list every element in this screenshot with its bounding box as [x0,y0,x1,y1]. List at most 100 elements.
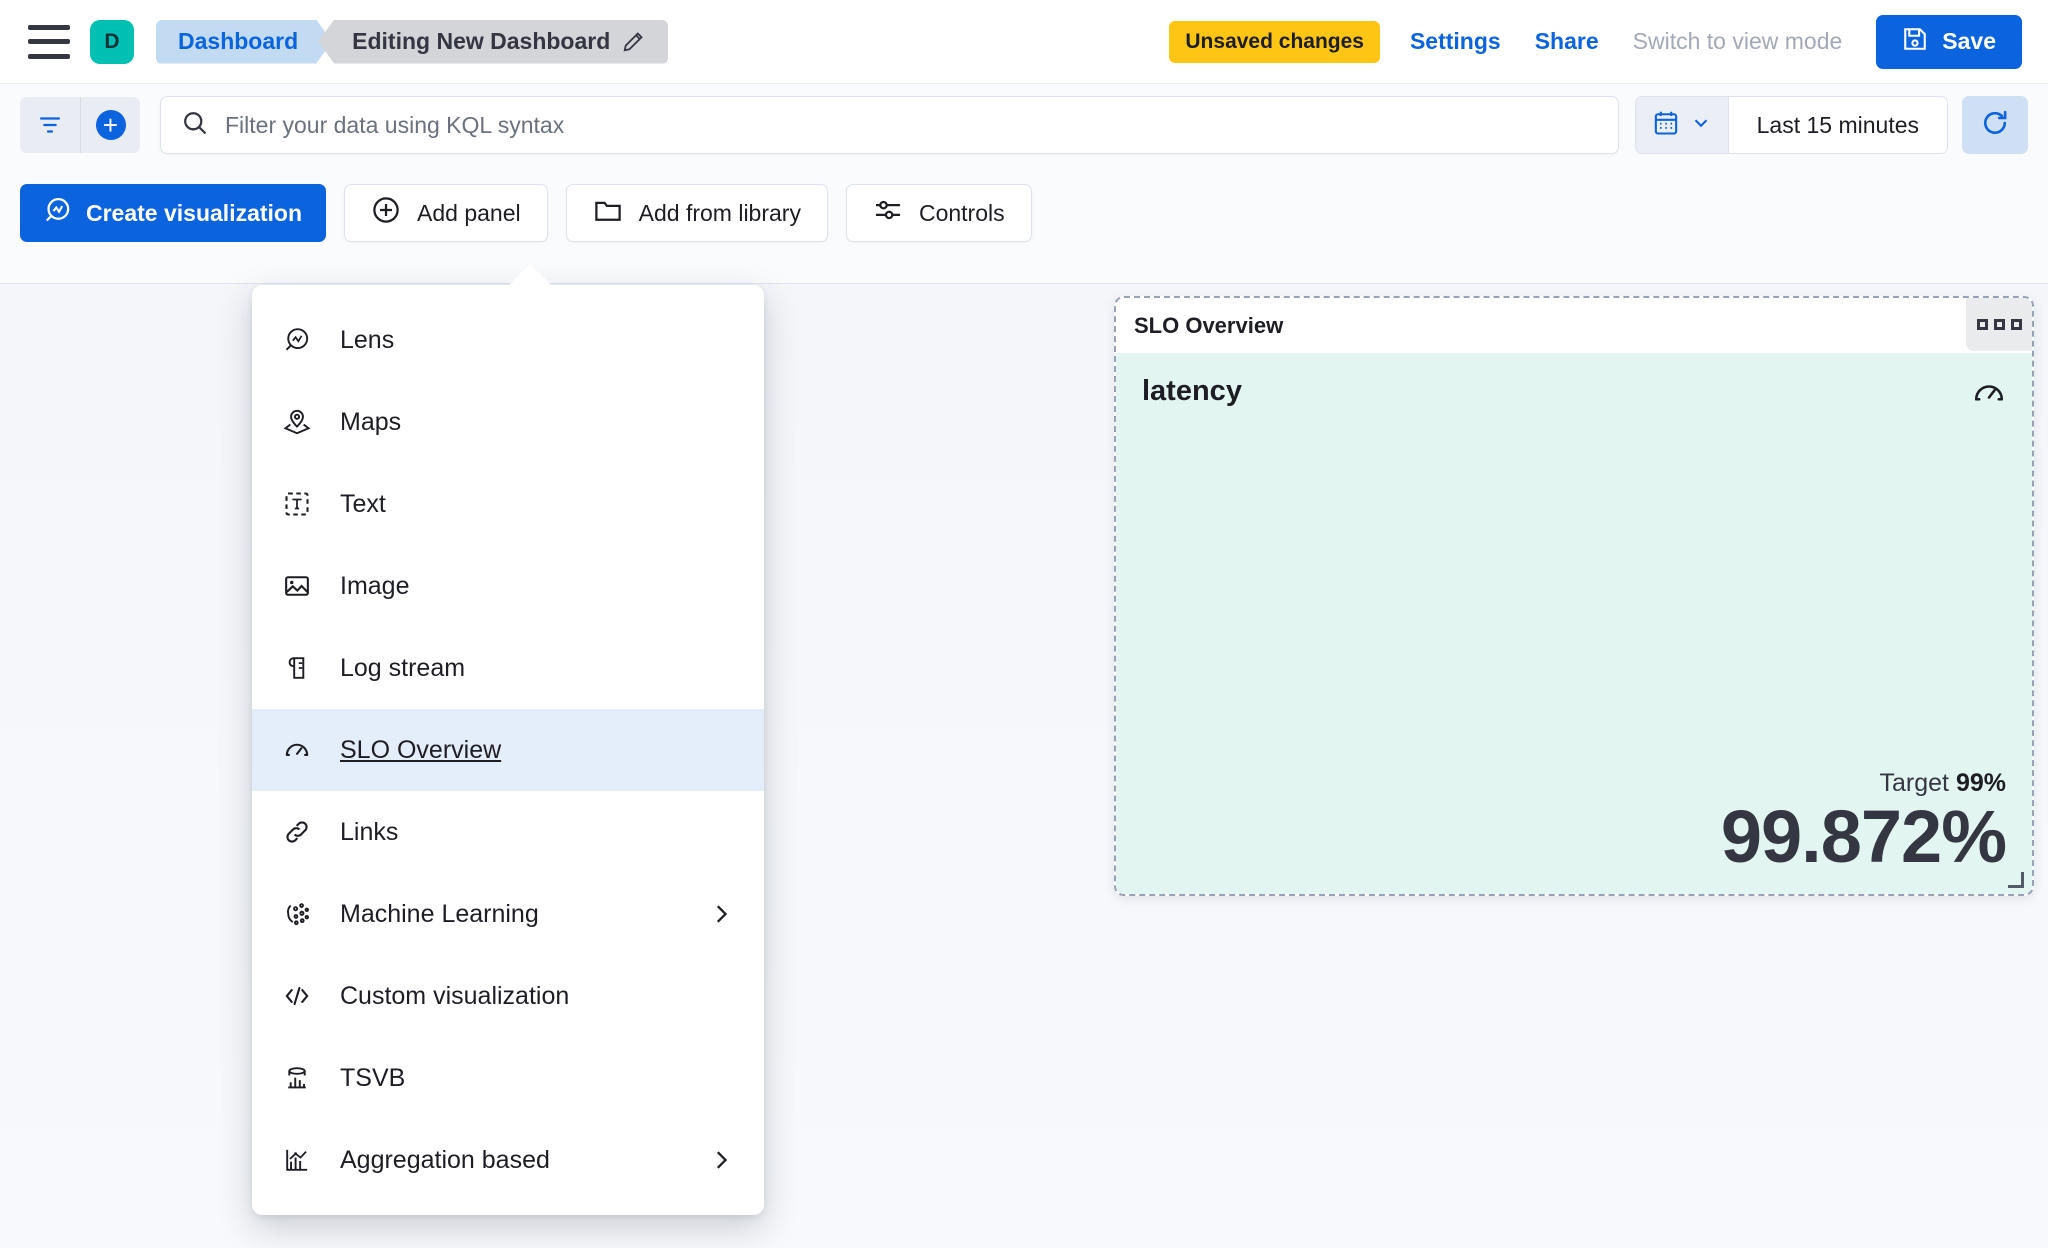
add-filter-button[interactable]: + [80,97,140,153]
editing-toolbar: Create visualization Add panel Add from … [0,166,2048,284]
breadcrumb-dashboard[interactable]: Dashboard [156,20,332,64]
grip-dots-icon [2010,319,2022,330]
menu-item-lens[interactable]: Lens [252,299,764,381]
slo-target: Target 99% [1721,769,2006,798]
machine-learning-icon [282,899,312,929]
menu-item-slo-overview[interactable]: SLO Overview [252,709,764,791]
menu-item-label: Aggregation based [340,1145,550,1174]
menu-item-label: Lens [340,325,395,354]
save-button[interactable]: Save [1876,14,2022,69]
menu-item-links[interactable]: Links [252,791,764,873]
resize-corner-icon[interactable] [2008,872,2024,888]
code-icon [282,981,312,1011]
menu-item-custom-visualization[interactable]: Custom visualization [252,955,764,1037]
menu-item-text[interactable]: Text [252,463,764,545]
panel-title[interactable]: SLO Overview [1134,312,1284,338]
search-placeholder: Filter your data using KQL syntax [225,111,565,138]
search-input[interactable]: Filter your data using KQL syntax [160,96,1619,154]
slo-target-value: 99% [1955,769,2006,798]
add-from-library-button[interactable]: Add from library [565,184,828,242]
menu-item-maps[interactable]: Maps [252,381,764,463]
save-disk-icon [1902,26,1928,58]
date-quick-select-button[interactable] [1635,97,1729,153]
breadcrumb: Dashboard Editing New Dashboard [156,19,669,64]
switch-to-view-mode-link[interactable]: Switch to view mode [1632,28,1843,54]
add-from-library-label: Add from library [638,199,801,226]
hamburger-bar [28,53,70,59]
menu-item-machine-learning[interactable]: Machine Learning [252,873,764,955]
create-visualization-button[interactable]: Create visualization [20,184,327,242]
menu-item-aggregation-based[interactable]: Aggregation based [252,1119,764,1201]
menu-item-label: Log stream [340,653,466,682]
plus-circle-outline-icon [371,195,401,231]
add-panel-button[interactable]: Add panel [344,184,548,242]
slo-metrics: Target 99% 99.872% [1720,769,2007,879]
grip-dots-icon [1976,319,1988,330]
menu-item-log-stream[interactable]: Log stream [252,627,764,709]
refresh-button[interactable] [1962,96,2028,154]
panel-header: SLO Overview [1116,298,2032,353]
log-stream-icon [282,653,312,683]
lens-icon [282,325,312,355]
menu-item-label: SLO Overview [340,735,502,764]
lens-icon [44,196,72,230]
pencil-icon[interactable] [622,31,644,53]
controls-button[interactable]: Controls [845,184,1032,242]
breadcrumb-editing-new-dashboard[interactable]: Editing New Dashboard [318,19,669,64]
filter-icon[interactable] [20,97,80,153]
chevron-right-icon [708,901,734,927]
save-button-label: Save [1942,28,1996,54]
slo-target-label: Target [1879,769,1949,798]
breadcrumb-label: Editing New Dashboard [352,28,611,54]
slo-name-row: latency [1142,375,2006,417]
hamburger-menu-icon[interactable] [28,24,70,59]
query-bar: + Filter your data using KQL syntax [0,84,2048,166]
menu-item-label: Maps [340,407,402,436]
refresh-icon [1980,108,2010,143]
menu-item-label: Image [340,571,410,600]
app-header: D Dashboard Editing New Dashboard Unsave… [0,0,2048,84]
aggregation-chart-icon [282,1145,312,1175]
unsaved-changes-badge: Unsaved changes [1169,20,1380,63]
plus-circle-icon: + [95,110,126,140]
folder-icon [593,195,623,231]
menu-item-label: TSVB [340,1063,406,1092]
menu-item-tsvb[interactable]: TSVB [252,1037,764,1119]
map-marker-icon [282,407,312,437]
image-icon [282,571,312,601]
header-actions: Unsaved changes Settings Share Switch to… [1169,14,2048,69]
filter-button-group: + [20,97,140,153]
slo-sli-value: 99.872% [1720,795,2007,879]
chevron-down-icon [1690,112,1712,139]
settings-link[interactable]: Settings [1409,28,1501,54]
gauge-icon [1972,375,2006,417]
chevron-right-icon [708,1147,734,1173]
search-icon [181,109,209,142]
controls-label: Controls [918,199,1005,226]
menu-item-label: Custom visualization [340,981,570,1010]
add-panel-label: Add panel [417,199,521,226]
calendar-icon [1652,109,1680,142]
panel-context-menu-button[interactable] [1966,298,2032,351]
hamburger-bar [28,39,70,44]
add-panel-menu: Lens Maps Text Image [252,285,764,1215]
space-avatar[interactable]: D [90,19,134,64]
share-link[interactable]: Share [1534,28,1599,54]
time-range-value[interactable]: Last 15 minutes [1756,111,1919,138]
menu-item-image[interactable]: Image [252,545,764,627]
slo-overview-panel[interactable]: SLO Overview latency Target 99% 99.872% [1114,296,2034,896]
popover-arrow [508,264,552,286]
gauge-icon [282,735,312,765]
slo-name: latency [1142,375,1242,407]
link-icon [282,817,312,847]
menu-item-label: Machine Learning [340,899,539,928]
create-visualization-label: Create visualization [86,199,303,226]
slo-panel-body: latency Target 99% 99.872% [1116,353,2032,894]
menu-item-label: Links [340,817,399,846]
date-picker: Last 15 minutes [1634,96,1948,154]
text-box-icon [282,489,312,519]
tsvb-chart-icon [282,1063,312,1093]
menu-item-label: Text [340,489,386,518]
grip-dots-icon [1993,319,2005,330]
hamburger-bar [28,24,70,30]
